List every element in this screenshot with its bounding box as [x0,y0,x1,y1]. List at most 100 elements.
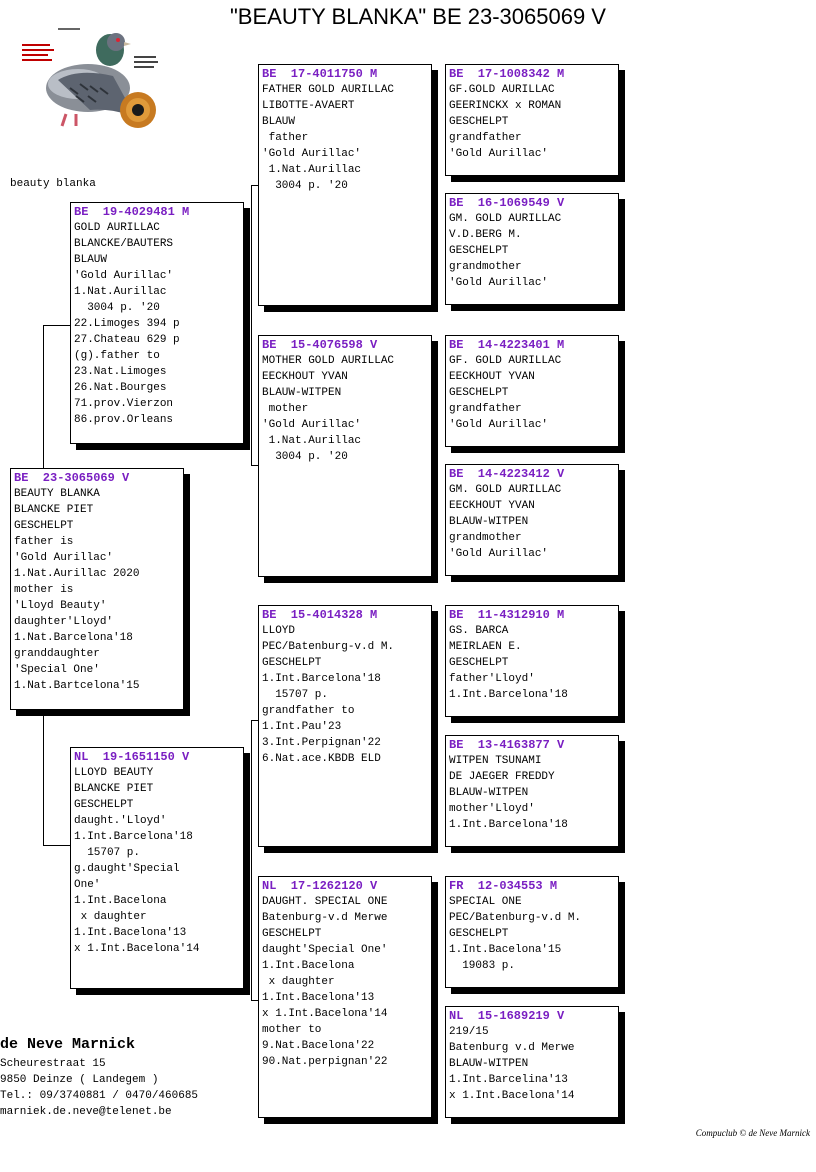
pedigree-line: (g).father to [74,350,160,362]
ring-number: BE 15-4076598 V [262,338,378,352]
connector-line [43,325,71,326]
pedigree-line: 1.Nat.Bartcelona'15 [14,680,140,692]
photo-annotation-right [134,56,158,68]
pedigree-line: DAUGHT. SPECIAL ONE [262,896,388,908]
ring-number: BE 13-4163877 V [449,738,565,752]
pedigree-line: DE JAEGER FREDDY [449,771,555,783]
pedigree-line: LLOYD [262,625,296,637]
connector-line [43,710,44,845]
pedigree-line: 26.Nat.Bourges [74,382,167,394]
pedigree-line: 219/15 [449,1026,489,1038]
pedigree-line: PEC/Batenburg-v.d M. [449,912,582,924]
pedigree-line: 'Gold Aurillac' [262,419,362,431]
pedigree-line: BLAUW [74,254,108,266]
page-title: "BEAUTY BLANKA" BE 23-3065069 V [230,4,606,29]
pedigree-line: GESCHELPT [449,245,509,257]
connector-line [251,185,252,465]
pedigree-line: 1.Nat.Barcelona'18 [14,632,133,644]
pedigree-line: daughter'Lloyd' [14,616,114,628]
pedigree-line: 'Special One' [14,664,100,676]
pedigree-line: 1.Int.Bacelona [74,895,167,907]
ring-number: BE 19-4029481 M [74,205,190,219]
pedigree-line: BLANCKE/BAUTERS [74,238,174,250]
pedigree-line: 1.Nat.Aurillac [262,435,362,447]
pedigree-line: BLAUW-WITPEN [449,516,529,528]
pedigree-line: EECKHOUT YVAN [262,371,348,383]
pedigree-line: father'Lloyd' [449,673,535,685]
pedigree-line: LLOYD BEAUTY [74,767,154,779]
pedigree-line: 23.Nat.Limoges [74,366,167,378]
pedigree-line: 3004 p. '20 [262,451,348,463]
pedigree-line: 1.Int.Bacelona'15 [449,944,562,956]
pedigree-line: GESCHELPT [449,387,509,399]
ring-number: NL 15-1689219 V [449,1009,565,1023]
pedigree-line: 'Gold Aurillac' [74,270,174,282]
pedigree-line: Batenburg v.d Merwe [449,1042,575,1054]
pedigree-line: 15707 p. [262,689,329,701]
pedigree-line: GESCHELPT [262,928,322,940]
pedigree-line: 1.Nat.Aurillac [262,164,362,176]
pedigree-line: grandmother [449,532,522,544]
pedigree-line: 'Gold Aurillac' [449,419,549,431]
pedigree-line: EECKHOUT YVAN [449,500,535,512]
pedigree-line: 15707 p. [74,847,141,859]
pedigree-line: GESCHELPT [449,116,509,128]
pedigree-line: GS. BARCA [449,625,509,637]
pedigree-line: 'Gold Aurillac' [14,552,114,564]
pedigree-line: GESCHELPT [449,928,509,940]
connector-line [43,325,44,469]
pedigree-line: GESCHELPT [449,657,509,669]
pedigree-line: daught.'Lloyd' [74,815,167,827]
connector-line [43,845,71,846]
pedigree-line: PEC/Batenburg-v.d M. [262,641,395,653]
photo-annotation-left [22,44,54,61]
pedigree-line: 1.Int.Barcelina'13 [449,1074,568,1086]
pedigree-line: BLAUW-WITPEN [262,387,342,399]
pedigree-line: 3004 p. '20 [74,302,160,314]
pedigree-line: 'Lloyd Beauty' [14,600,107,612]
pedigree-line: 1.Int.Bacelona'13 [74,927,187,939]
pedigree-line: GOLD AURILLAC [74,222,160,234]
subject-caption: beauty blanka [10,178,96,190]
pedigree-line: father [262,132,309,144]
ring-number: BE 23-3065069 V [14,471,130,485]
ring-number: BE 16-1069549 V [449,196,565,210]
pedigree-line: GESCHELPT [74,799,134,811]
pedigree-line: BLAUW-WITPEN [449,1058,529,1070]
pedigree-line: MEIRLAEN E. [449,641,522,653]
pedigree-line: BEAUTY BLANKA [14,488,100,500]
pedigree-line: x 1.Int.Bacelona'14 [449,1090,575,1102]
pedigree-line: grandfather to [262,705,355,717]
pedigree-line: GF. GOLD AURILLAC [449,355,562,367]
pedigree-line: daught'Special One' [262,944,388,956]
pedigree-line: 9.Nat.Bacelona'22 [262,1040,375,1052]
pedigree-line: 6.Nat.ace.KBDB ELD [262,753,381,765]
pedigree-line: 1.Int.Barcelona'18 [74,831,193,843]
pedigree-line: 1.Nat.Aurillac 2020 [14,568,140,580]
credit-line: Compuclub © de Neve Marnick [695,1128,810,1138]
pedigree-line: 1.Int.Barcelona'18 [449,689,568,701]
pedigree-line: One' [74,879,101,891]
pedigree-line: EECKHOUT YVAN [449,371,535,383]
pedigree-line: 71.prov.Vierzon [74,398,174,410]
pedigree-line: V.D.BERG M. [449,229,522,241]
pedigree-line: 1.Int.Pau'23 [262,721,342,733]
connector-line [251,720,252,1000]
eye-closeup [120,92,156,128]
owner-city: 9850 Deinze ( Landegem ) [0,1074,159,1086]
pedigree-line: grandmother [449,261,522,273]
pedigree-line: x 1.Int.Bacelona'14 [74,943,200,955]
pedigree-line: GESCHELPT [262,657,322,669]
ring-number: NL 19-1651150 V [74,750,190,764]
pedigree-line: Batenburg-v.d Merwe [262,912,388,924]
pedigree-line: mother to [262,1024,322,1036]
pedigree-line: mother is [14,584,74,596]
connector-line [251,1000,259,1001]
pedigree-line: g.daught'Special [74,863,180,875]
